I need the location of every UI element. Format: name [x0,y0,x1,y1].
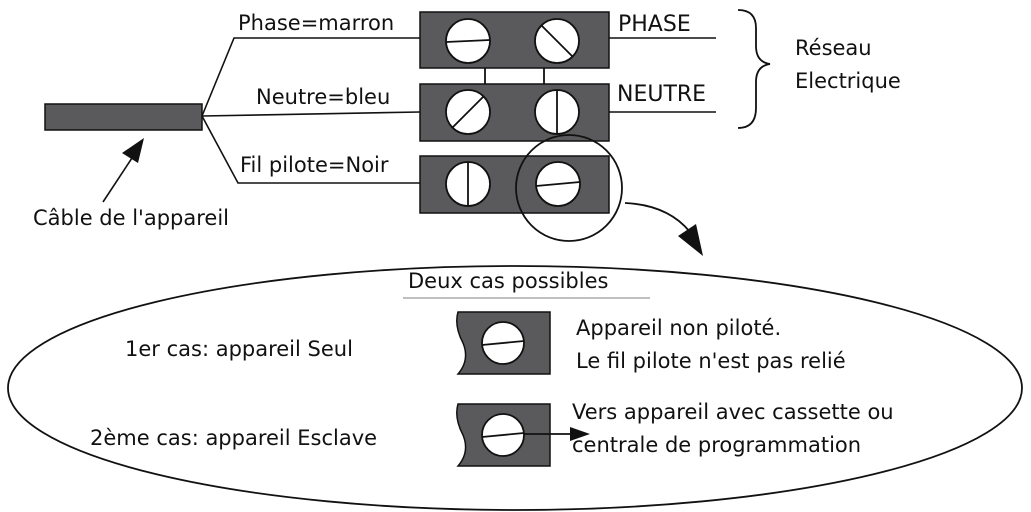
case2-description-line2: centrale de programmation [572,433,861,457]
detail-pointer-curve [624,202,691,233]
case2-label: 2ème cas: appareil Esclave [90,426,377,450]
screw-icon [535,161,581,207]
screw-icon [534,18,580,64]
detail-ellipse [7,265,1023,511]
detail-pointer-arrowhead [678,224,703,256]
screw-icon [481,413,525,457]
pilot-wire [201,115,420,184]
case1-label: 1er cas: appareil Seul [125,337,353,361]
screw-icon [445,18,491,64]
detail-title: Deux cas possibles [408,269,608,293]
neutral-wire [201,111,421,117]
screw-icon [481,321,525,365]
case2-outgoing-arrowhead [570,427,590,441]
phase-wire [201,37,420,117]
network-label-line2: Electrique [795,69,901,93]
screw-icon [445,89,491,135]
neutral-label: NEUTRE [617,82,706,107]
cable-pointer-arrowhead [122,138,144,163]
network-brace [737,9,771,129]
case1-description-line1: Appareil non piloté. [576,316,781,340]
phase-wire-label: Phase=marron [238,11,394,35]
device-cable [44,103,203,131]
case1-description-line2: Le fil pilote n'est pas relié [576,349,846,373]
device-cable-label: Câble de l'appareil [33,206,229,230]
cable-pointer-line [102,157,133,203]
screw-icon [534,89,580,135]
screw-icon [445,161,491,207]
magnifier-circle [515,134,623,242]
phase-label: PHASE [618,12,691,37]
pilot-wire-label: Fil pilote=Noir [240,153,389,177]
network-label-line1: Réseau [795,36,872,60]
neutral-wire-label: Neutre=bleu [256,85,390,109]
case2-description-line1: Vers appareil avec cassette ou [572,400,894,424]
